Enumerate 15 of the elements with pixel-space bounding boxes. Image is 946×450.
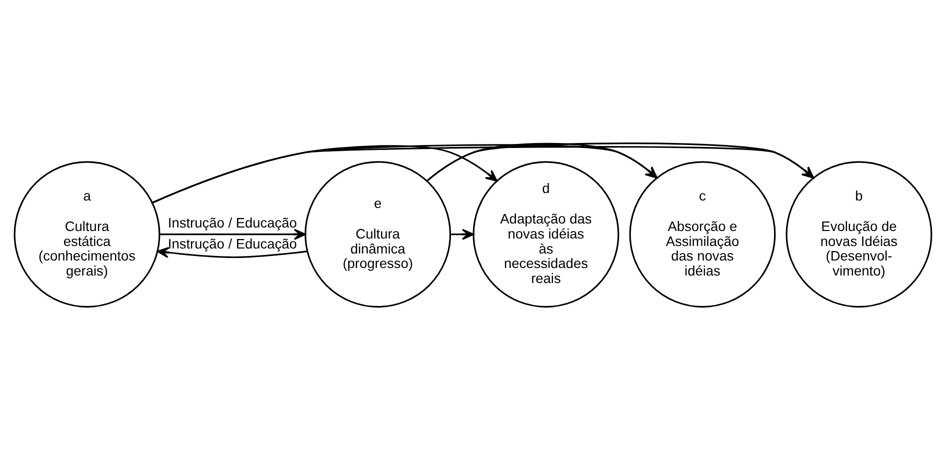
arrow [426,142,814,182]
edge-label: Instrução / Educação [168,215,297,230]
node-circle: e Cultura dinâmica (progresso) [304,161,452,308]
arrow [156,247,308,258]
arrow [152,146,814,204]
edge-label: Instrução / Educação [168,236,297,252]
node-circle: b Evolução de novas Idéias (Desenvol- vimento) [786,161,932,308]
arrow [152,145,498,204]
node-circle: d Adaptação das novas idéias às necessidades reais [472,161,620,308]
arrow [450,228,474,240]
node-circle: a Cultura estática (conhecimentos gerais) [14,161,160,308]
arrow [426,142,658,182]
arrow [152,144,658,204]
arrow [160,228,306,240]
node-circle: c Absorção e Assimilação das novas idéias [629,161,776,308]
